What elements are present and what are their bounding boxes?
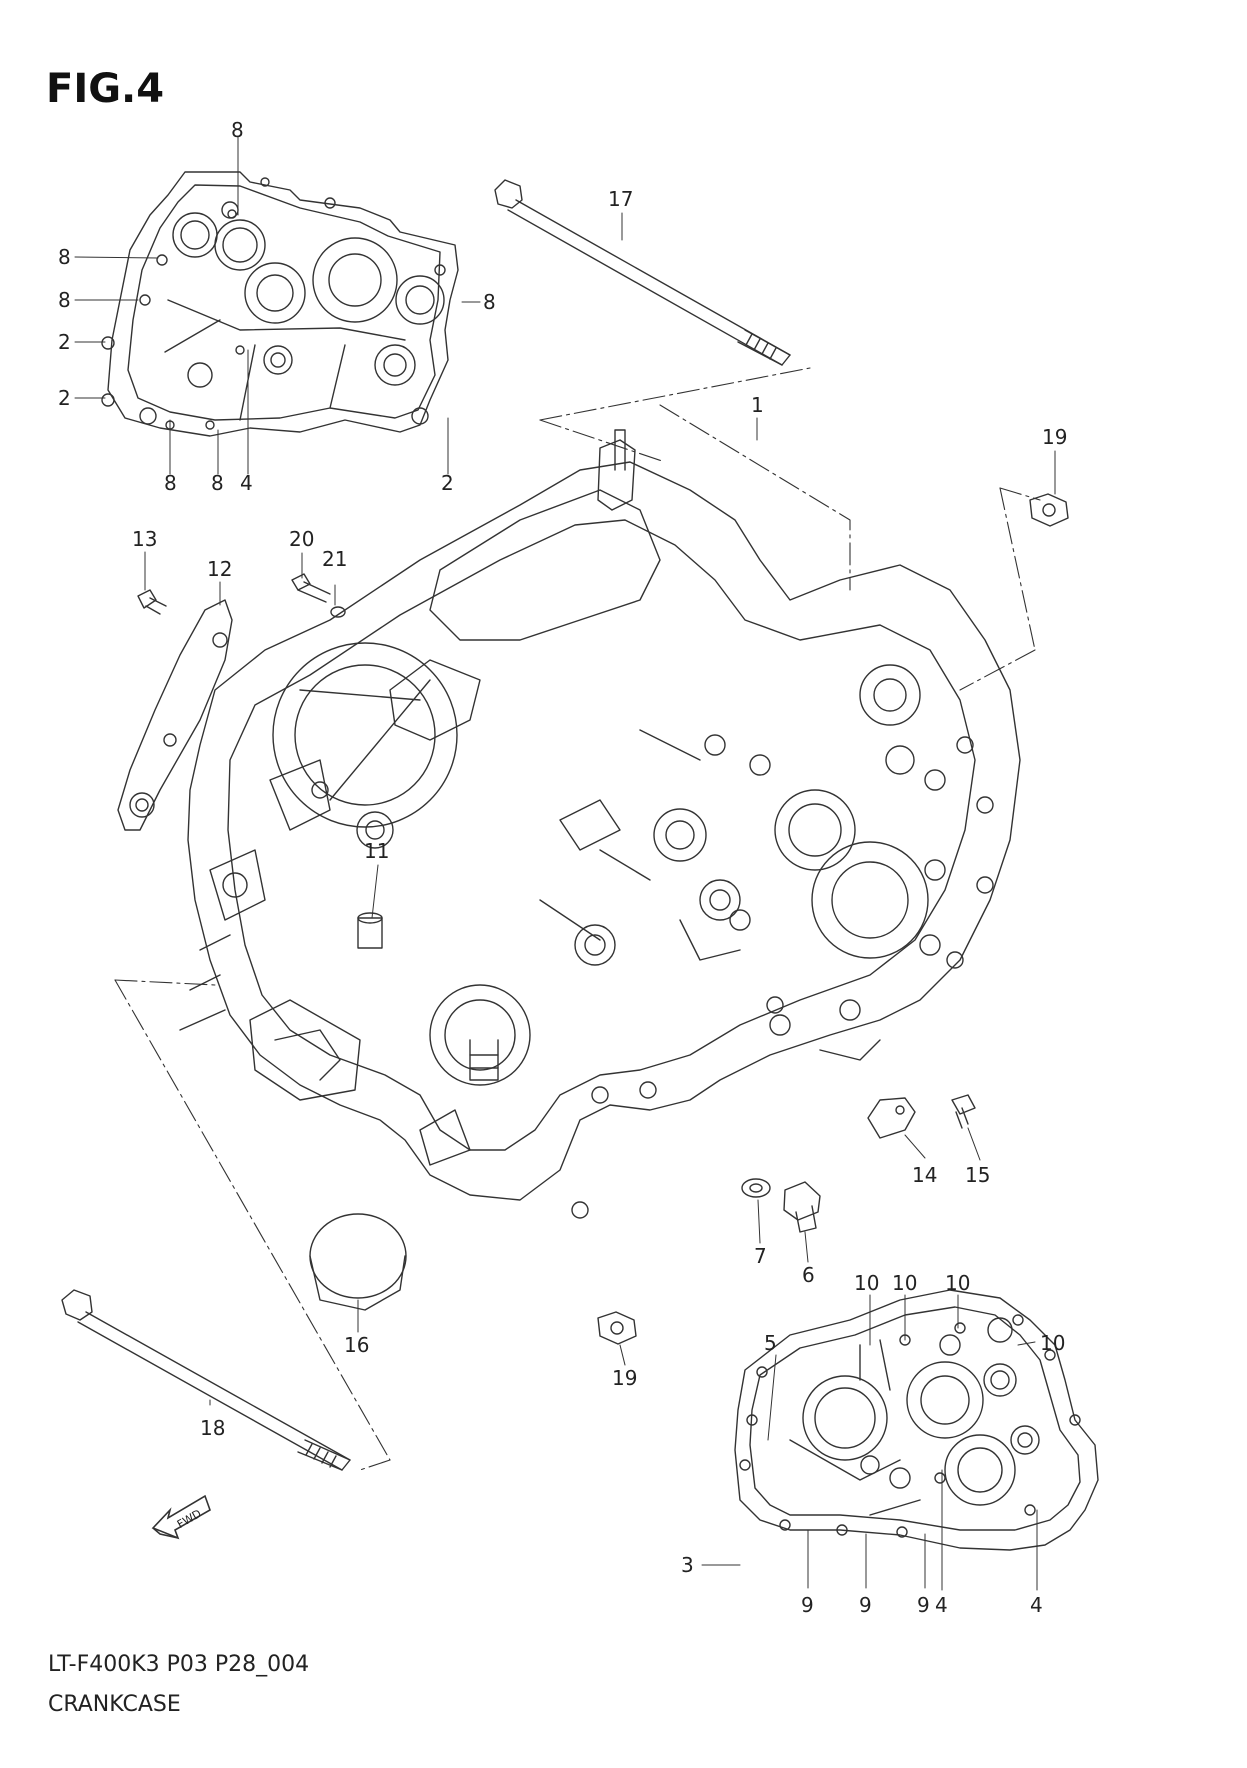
figure-title: FIG.4 — [46, 66, 165, 112]
right-crankcase-half-view — [734, 1289, 1099, 1551]
callout-1: 1 — [751, 393, 764, 417]
reference-lines — [114, 367, 1041, 1471]
callout-5: 5 — [764, 1331, 777, 1355]
callout-10: 10 — [1040, 1331, 1065, 1355]
callout-8: 8 — [231, 118, 244, 142]
callout-4: 4 — [1030, 1593, 1043, 1617]
callout-3: 3 — [681, 1553, 694, 1577]
callout-10: 10 — [854, 1271, 879, 1295]
drawing-name: CRANKCASE — [48, 1692, 181, 1717]
plug-16 — [309, 1213, 407, 1311]
callout-21: 21 — [322, 547, 347, 571]
callout-numbers: 8 8 8 2 2 8 8 8 4 2 17 1 19 13 12 20 21 … — [58, 118, 1067, 1617]
callout-14: 14 — [912, 1163, 937, 1187]
callout-10: 10 — [945, 1271, 970, 1295]
callout-4: 4 — [240, 471, 253, 495]
nut-19-top — [1029, 493, 1069, 527]
left-crankcase-half-view — [101, 171, 459, 437]
fwd-arrow-icon: FWD — [151, 1494, 211, 1540]
callout-18: 18 — [200, 1416, 225, 1440]
callout-6: 6 — [802, 1263, 815, 1287]
callout-11: 11 — [364, 839, 389, 863]
callout-19: 19 — [612, 1366, 637, 1390]
callout-2: 2 — [58, 386, 71, 410]
callout-8: 8 — [211, 471, 224, 495]
stud-bolt-17 — [494, 179, 791, 366]
callout-2: 2 — [58, 330, 71, 354]
leader-lines — [74, 136, 1056, 1591]
callout-9: 9 — [859, 1593, 872, 1617]
bolt-15 — [951, 1094, 976, 1129]
plug-6-washer-7 — [741, 1178, 821, 1233]
callout-9: 9 — [917, 1593, 930, 1617]
fitting-20-21 — [291, 573, 346, 618]
nut-19-bottom — [597, 1311, 637, 1345]
callout-17: 17 — [608, 187, 633, 211]
callout-16: 16 — [344, 1333, 369, 1357]
bolt-13 — [137, 589, 167, 615]
drawing-code: LT-F400K3 P03 P28_004 — [48, 1652, 310, 1677]
callout-8: 8 — [483, 290, 496, 314]
callout-2: 2 — [441, 471, 454, 495]
callout-7: 7 — [754, 1244, 767, 1268]
callout-12: 12 — [207, 557, 232, 581]
callout-4: 4 — [935, 1593, 948, 1617]
callout-13: 13 — [132, 527, 157, 551]
callout-20: 20 — [289, 527, 314, 551]
callout-10: 10 — [892, 1271, 917, 1295]
callout-15: 15 — [965, 1163, 990, 1187]
callout-8: 8 — [164, 471, 177, 495]
callout-19: 19 — [1042, 425, 1067, 449]
main-crankcase — [179, 429, 1021, 1219]
callout-8: 8 — [58, 288, 71, 312]
gasket-12 — [117, 599, 233, 831]
callout-9: 9 — [801, 1593, 814, 1617]
plate-14 — [867, 1097, 916, 1139]
stud-bolt-18 — [61, 1289, 351, 1471]
callout-8: 8 — [58, 245, 71, 269]
dowel-11 — [357, 912, 383, 949]
